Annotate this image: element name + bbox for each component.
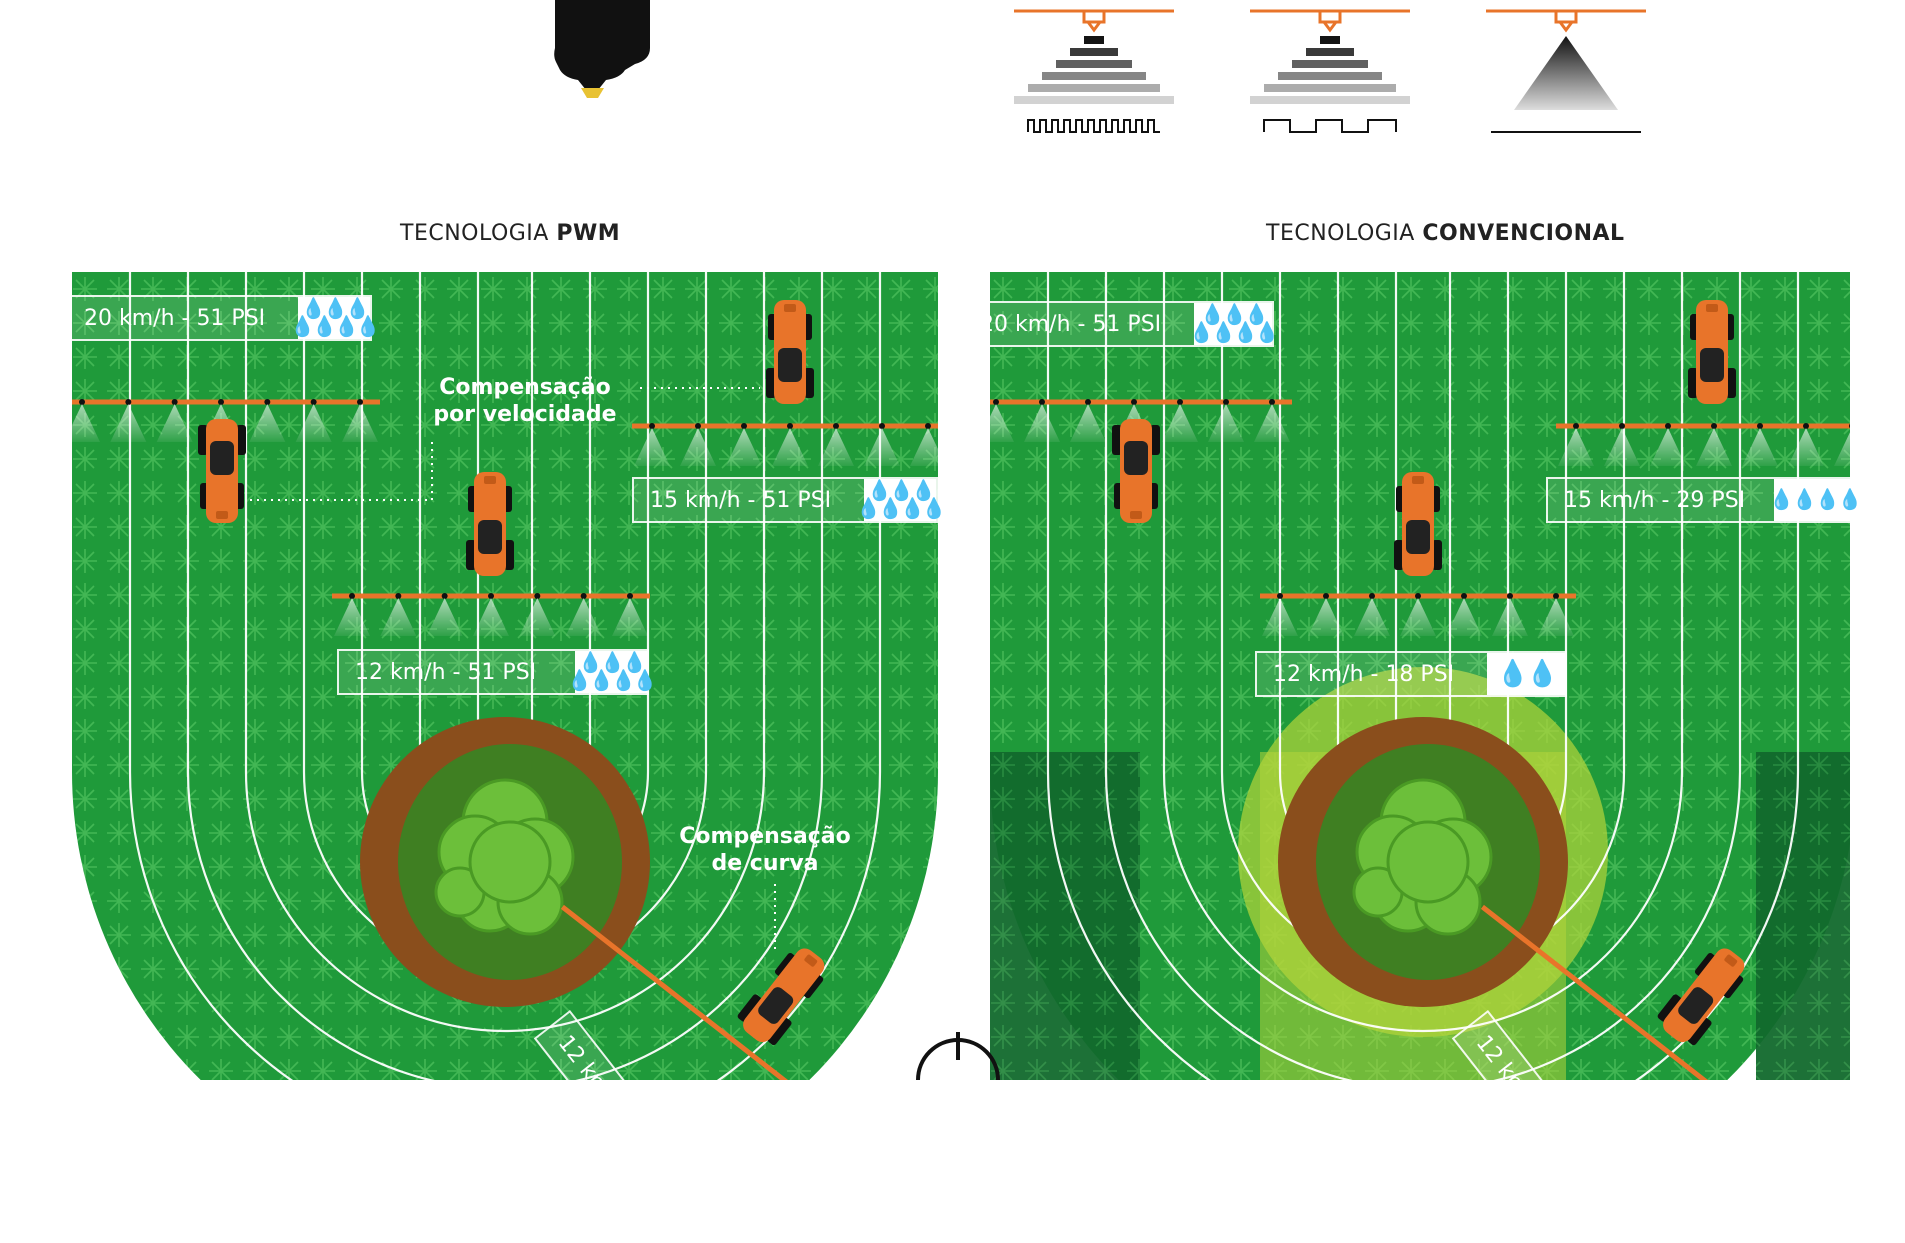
tractor-icon — [198, 419, 246, 523]
speed-pressure-label: 15 km/h - 29 PSI 💧💧💧💧 — [1546, 477, 1863, 523]
spray-pattern-icon — [1014, 9, 1174, 133]
water-drop-icon: 💧💧💧 💧💧💧💧 — [856, 479, 947, 521]
water-drop-icon: 💧💧💧 💧💧💧💧 — [290, 297, 381, 339]
underdosed-area — [1756, 752, 1850, 1080]
panel-title-pwm: TECNOLOGIA PWM — [400, 221, 620, 246]
label-text: 20 km/h - 51 PSI — [68, 297, 298, 339]
spray-pattern-icon — [1486, 9, 1646, 133]
label-text: 20 km/h - 51 PSI — [964, 303, 1194, 345]
spray-boom — [1260, 593, 1576, 636]
spray-boom — [990, 399, 1292, 442]
title-bold: CONVENCIONAL — [1422, 221, 1625, 246]
leader-line — [250, 440, 433, 501]
label-text: 12 km/h - 18 PSI — [1257, 653, 1487, 695]
field-panel-convencional — [990, 272, 1850, 1080]
spray-pattern-icon — [1250, 9, 1410, 133]
speed-pressure-label: 12 km/h - 51 PSI 💧💧💧 💧💧💧💧 — [337, 649, 658, 695]
label-text: 15 km/h - 51 PSI — [634, 479, 864, 521]
label-text: 15 km/h - 29 PSI — [1548, 479, 1774, 521]
water-drop-icon: 💧💧💧💧 — [1769, 479, 1863, 521]
label-text: 12 km/h - 51 PSI — [339, 651, 575, 693]
water-drop-icon: 💧💧💧 💧💧💧💧 — [567, 651, 658, 693]
note-curve-compensation: Compensação de curva — [679, 824, 851, 876]
spray-boom — [560, 904, 817, 1080]
title-prefix: TECNOLOGIA — [400, 221, 557, 246]
tree-icon — [434, 778, 575, 936]
speed-pressure-label: 20 km/h - 51 PSI 💧💧💧 💧💧💧💧 — [66, 295, 381, 341]
panel-title-convencional: TECNOLOGIA CONVENCIONAL — [1266, 221, 1625, 246]
note-speed-compensation: Compensação por velocidade — [433, 375, 617, 427]
spray-boom — [1480, 904, 1737, 1080]
tractor-icon — [1657, 948, 1745, 1046]
tractor-icon — [466, 472, 514, 576]
field-panel-pwm — [72, 272, 938, 1080]
tree-icon — [1352, 778, 1493, 936]
underdosed-area — [990, 752, 1140, 1080]
water-drop-icon: 💧💧💧 💧💧💧💧 — [1189, 303, 1280, 345]
nozzle-icon — [554, 0, 650, 98]
tractor-icon — [1688, 300, 1736, 404]
diagram-canvas — [72, 0, 1850, 1122]
tractor-icon — [1394, 472, 1442, 576]
speed-pressure-label: 20 km/h - 51 PSI 💧💧💧 💧💧💧💧 — [962, 301, 1280, 347]
title-bold: PWM — [556, 221, 621, 246]
tractor-icon — [1112, 419, 1160, 523]
spray-boom — [632, 423, 938, 466]
spray-boom — [1556, 423, 1850, 466]
spray-pattern-icon — [1014, 9, 1646, 133]
speed-pressure-label: 15 km/h - 51 PSI 💧💧💧 💧💧💧💧 — [632, 477, 947, 523]
diagram: TECNOLOGIA PWM TECNOLOGIA CONVENCIONAL 2… — [66, 0, 1863, 1243]
spray-boom — [332, 593, 650, 636]
water-drop-icon: 💧💧 — [1487, 653, 1565, 695]
tractor-icon — [766, 300, 814, 404]
tractor-icon — [737, 948, 825, 1046]
speed-pressure-label: 12 km/h - 18 PSI 💧💧 — [1255, 651, 1567, 697]
title-prefix: TECNOLOGIA — [1266, 221, 1423, 246]
